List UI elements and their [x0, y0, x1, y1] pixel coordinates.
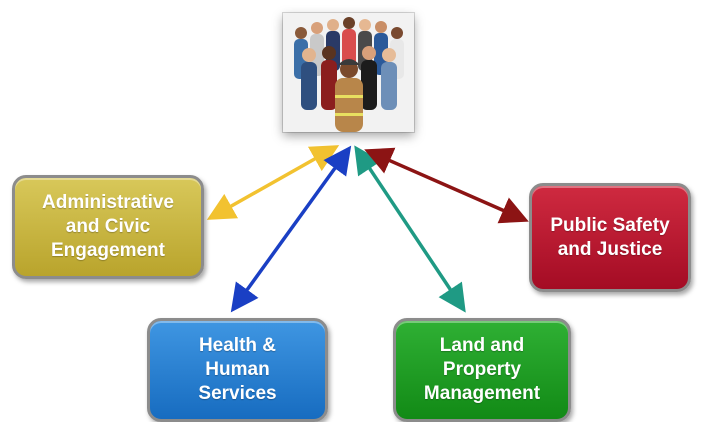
node-public-safety-justice: Public Safety and Justice: [529, 183, 691, 292]
node-administrative-civic-engagement: Administrative and Civic Engagement: [12, 175, 204, 279]
node-admin-label: Administrative and Civic Engagement: [42, 192, 174, 261]
node-health-human-services: Health & Human Services: [147, 318, 328, 422]
people-group-icon: [283, 13, 414, 132]
people-group-photo: [283, 13, 414, 132]
node-land-label: Land and Property Management: [423, 335, 541, 404]
node-land-property-management: Land and Property Management: [393, 318, 571, 422]
node-public-safety-label: Public Safety and Justice: [550, 214, 670, 260]
arrow-public-safety: [364, 147, 529, 224]
node-health-label: Health & Human Services: [198, 335, 277, 404]
arrow-land: [354, 145, 466, 313]
arrow-health: [230, 145, 352, 313]
